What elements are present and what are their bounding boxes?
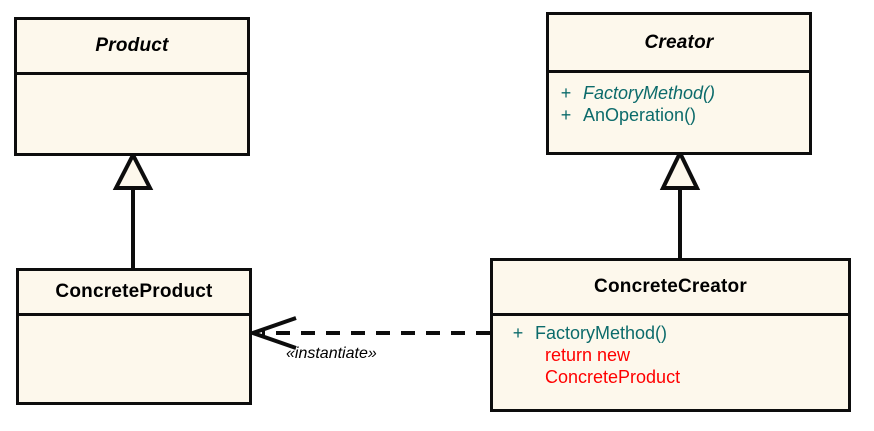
class-name-compartment-product: Product [17,20,247,75]
visibility-marker: + [560,83,572,103]
class-name-product: Product [95,35,169,56]
class-members-compartment-creator: + FactoryMethod() + AnOperation() [549,73,809,152]
generalization-concreteproduct-to-product [112,150,154,268]
class-name-compartment-concreteproduct: ConcreteProduct [19,271,249,316]
class-box-concreteproduct[interactable]: ConcreteProduct [16,268,252,405]
generalization-concretecreator-to-creator [659,148,701,258]
class-members-compartment-concreteproduct [19,316,249,402]
visibility-marker: + [512,323,524,343]
member-signature: FactoryMethod() [583,83,716,103]
member-signature: FactoryMethod() [535,323,668,343]
method-body-line: ConcreteProduct [545,367,681,387]
class-box-creator[interactable]: Creator + FactoryMethod() + AnOperation(… [546,12,812,155]
class-box-concretecreator[interactable]: ConcreteCreator + FactoryMethod() return… [490,258,851,412]
class-box-product[interactable]: Product [14,17,250,156]
member-signature: AnOperation() [583,105,697,125]
class-name-concretecreator: ConcreteCreator [594,276,747,297]
class-name-creator: Creator [644,31,714,53]
class-members-compartment-product [17,75,247,153]
dependency-open-arrowhead [246,316,297,350]
class-member-row: + AnOperation() [549,104,809,126]
class-name-compartment-creator: Creator [549,15,809,73]
dependency-concretecreator-to-concreteproduct [246,316,490,350]
class-member-row: + FactoryMethod() [501,322,848,344]
class-member-row: + FactoryMethod() [549,82,809,104]
dependency-stereotype-label: «instantiate» [286,345,377,362]
generalization-triangle-product [112,150,154,190]
class-name-compartment-concretecreator: ConcreteCreator [493,261,848,316]
class-name-concreteproduct: ConcreteProduct [55,281,213,302]
visibility-marker: + [560,105,572,125]
class-members-compartment-concretecreator: + FactoryMethod() return new ConcretePro… [493,316,848,409]
method-body-line: return new [545,345,631,365]
generalization-triangle-creator [659,148,701,190]
